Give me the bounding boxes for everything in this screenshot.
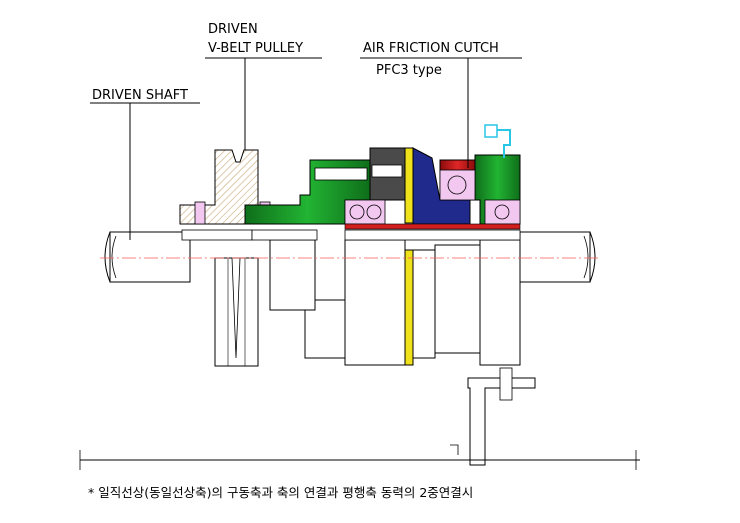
clutch-lower-outline: [181, 229, 521, 366]
caption: * 일직선상(동일선상축)의 구동축과 축의 연결과 평행축 동력의 2중연결시: [88, 485, 473, 500]
label-clutch-line2: PFC3 type: [376, 63, 442, 78]
drive-shaft-right: [519, 231, 596, 283]
v-belt-pulley-outline: [214, 257, 259, 367]
set-screw: [194, 201, 206, 225]
green-hub: [244, 159, 371, 359]
bearings: [344, 169, 521, 225]
label-pulley-line2: V-BELT PULLEY: [208, 41, 303, 56]
label-pulley-line1: DRIVEN: [208, 22, 258, 37]
hub-mid-outline: [269, 239, 316, 311]
seal-line: [344, 223, 521, 230]
base-line: [79, 450, 640, 470]
support-bracket: [450, 367, 536, 466]
clutch-housing: [369, 147, 414, 224]
friction-disc: [404, 147, 414, 224]
air-fitting-icon: [484, 124, 511, 158]
leader-lines: [90, 57, 522, 240]
label-clutch-line1: AIR FRICTION CUTCH: [363, 41, 499, 56]
label-driven-shaft: DRIVEN SHAFT: [92, 88, 188, 103]
driven-shaft: [104, 231, 191, 283]
bolt: [314, 167, 368, 181]
